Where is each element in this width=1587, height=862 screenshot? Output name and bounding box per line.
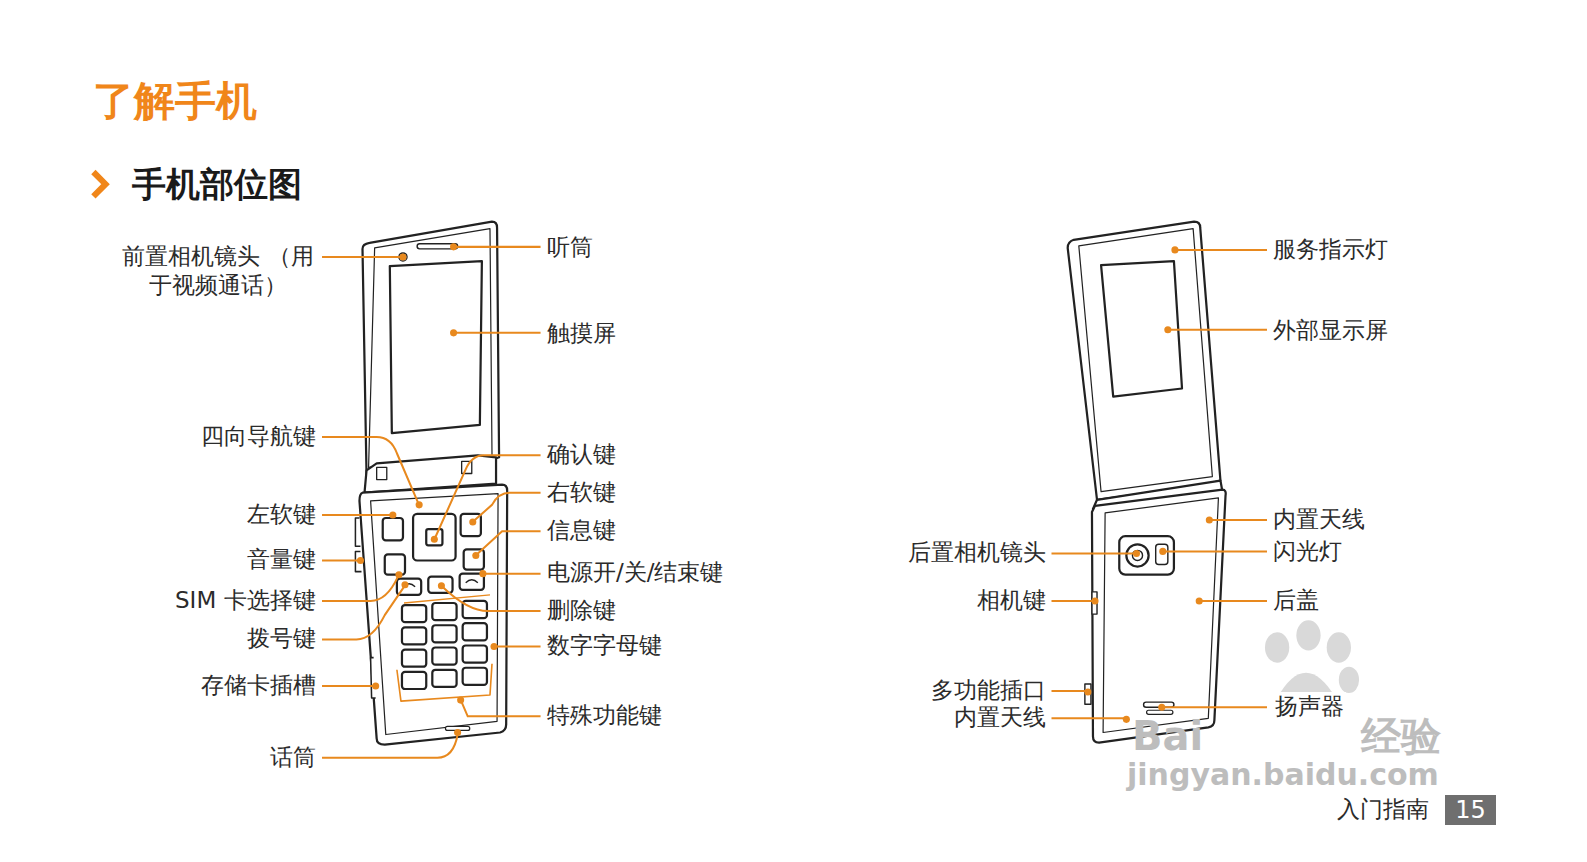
part-label: 右软键	[547, 478, 616, 507]
part-label: 外部显示屏	[1273, 316, 1388, 345]
part-label: 后盖	[1273, 586, 1319, 615]
part-label: 前置相机镜头 （用于视频通话）	[120, 242, 316, 300]
section-heading: 手机部位图	[132, 163, 302, 206]
open-phone	[355, 222, 507, 745]
keypad-key	[402, 605, 426, 622]
leader-dots	[357, 243, 1213, 736]
part-label: 删除键	[547, 596, 616, 625]
leader-lines	[322, 247, 1267, 758]
watermark: jingyan.baidu.com	[1127, 756, 1439, 794]
keypad-key	[432, 625, 456, 642]
footer-text: 入门指南	[1337, 795, 1429, 824]
part-label: 听筒	[547, 233, 593, 262]
chevron	[93, 172, 105, 196]
page-title: 了解手机	[93, 76, 257, 127]
part-label: 数字字母键	[547, 631, 662, 660]
part-label: 相机键	[977, 586, 1046, 615]
keypad-key	[463, 623, 487, 640]
part-label: 内置天线	[954, 703, 1046, 732]
part-label: 拨号键	[247, 624, 316, 653]
page-number: 15	[1445, 795, 1496, 825]
part-label: 四向导航键	[201, 422, 316, 451]
watermark: Bai	[1132, 711, 1203, 761]
part-label: 多功能插口	[931, 676, 1046, 705]
part-label: 音量键	[247, 545, 316, 574]
part-label: 左软键	[247, 500, 316, 529]
part-label: 确认键	[547, 440, 616, 469]
part-label: 话筒	[270, 743, 316, 772]
keypad-key	[402, 672, 426, 689]
part-label: 闪光灯	[1273, 537, 1342, 566]
keypad-key	[402, 650, 426, 667]
part-label: 内置天线	[1273, 505, 1365, 534]
watermark: 经验	[1361, 711, 1441, 761]
part-label: SIM 卡选择键	[175, 586, 316, 615]
part-label: 扬声器	[1273, 692, 1346, 721]
keypad-key	[463, 668, 487, 685]
part-label: 特殊功能键	[547, 701, 662, 730]
closed-phone-back	[1068, 222, 1226, 743]
keypad-key	[432, 603, 456, 620]
keypad-key	[402, 627, 426, 644]
part-label: 后置相机镜头	[908, 538, 1046, 567]
part-label: 服务指示灯	[1273, 235, 1388, 264]
keypad-key	[432, 670, 456, 687]
keypad-key	[432, 648, 456, 665]
part-label: 存储卡插槽	[201, 671, 316, 700]
part-label: 电源开/关/结束键	[547, 558, 724, 587]
part-label: 触摸屏	[547, 319, 616, 348]
keypad-key	[463, 645, 487, 662]
part-label: 信息键	[547, 516, 616, 545]
